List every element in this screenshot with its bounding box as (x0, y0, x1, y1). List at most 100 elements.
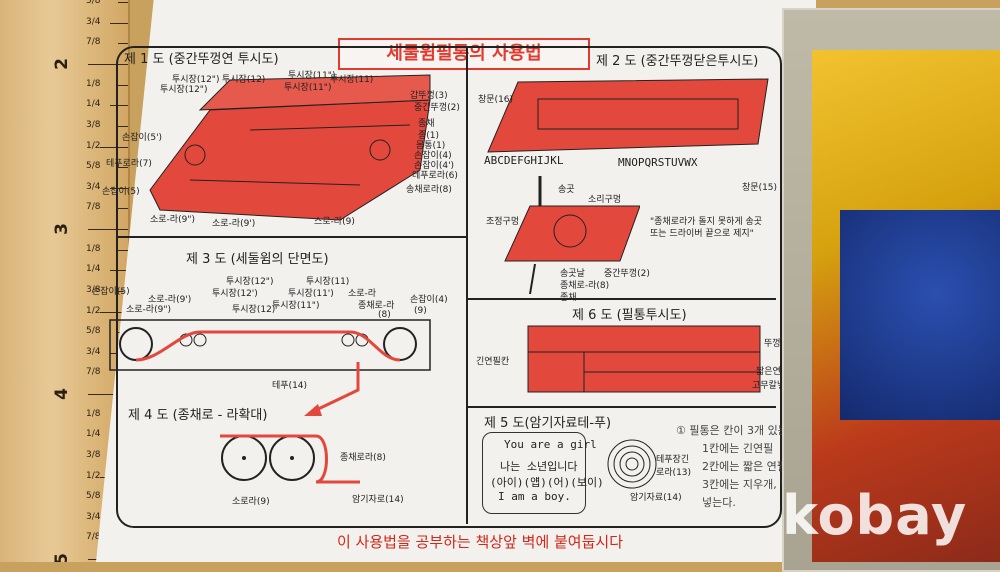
ruler-fraction-label: 5/8 (86, 326, 101, 337)
fig3-label: 손잡이(4) (410, 295, 448, 305)
ruler-fraction-label: 3/4 (86, 16, 101, 27)
ruler-fraction-label: 7/8 (86, 202, 101, 213)
fig4-title: 제 4 도 (종채로 - 라확대) (128, 408, 268, 423)
fig5-tape-reel-drawing (607, 439, 657, 489)
cd-cover-art-detail (840, 210, 1000, 420)
ruler-fraction-label: 1/4 (86, 264, 101, 275)
ruler-fraction-label: 3/4 (86, 181, 101, 192)
fig3-title: 제 3 도 (세둘윔의 단면도) (186, 252, 329, 267)
ruler-tick (118, 84, 128, 86)
ruler-tick (110, 270, 128, 272)
ruler-fraction-label: 1/4 (86, 429, 101, 440)
fig2-label-awl-tip: 송곳날 (560, 269, 585, 279)
fig2-label-bell: 종채 (560, 293, 577, 303)
fig2-tuning-board-drawing (504, 176, 640, 295)
ruler-fraction-label: 7/8 (86, 532, 101, 543)
ruler-number: 2 (51, 58, 72, 70)
fig6-label-lid: 뚜껑 (764, 339, 781, 349)
fig1-label: 소로-라(9') (212, 219, 256, 229)
ruler-tick (110, 22, 128, 24)
fig1-label: 손잡이(4') (414, 161, 455, 171)
fig1-label: 투시장(11) (330, 75, 374, 85)
fig2-label-bell-roller: 종채로-라(8) (560, 281, 610, 291)
fig3-label: 손잡이(5) (92, 287, 130, 297)
ruler-tick (118, 167, 128, 169)
fig2-label-sound-hole: 소리구멍 (588, 195, 622, 205)
fig3-label: 투시장(12) (232, 305, 276, 315)
fig2-label-awl: 송곳 (558, 185, 575, 195)
fig6-label-long-pencil: 긴연필칸 (476, 357, 510, 367)
fig1-label: 손잡이(5') (122, 133, 163, 143)
fig3-label: (9) (414, 306, 427, 316)
fig1-label: 테푸로라(7) (106, 159, 152, 169)
fig2-note: "종채로라가 돌지 못하게 송곳 또는 드라이버 끝으로 제지" (650, 217, 763, 239)
fig1-label: 몸통(1) (416, 141, 446, 151)
fig2-label-window-15: 창문(15) (742, 183, 778, 193)
fig1-label: 중간뚜껑(2) (414, 103, 460, 113)
ruler-number: 4 (51, 388, 72, 400)
watermark: kobay (782, 484, 968, 547)
ruler-tick (110, 187, 128, 189)
sheet-title: 세둘윔필통의 사용법 (338, 38, 590, 70)
divider-horizontal-3 (468, 406, 776, 408)
fig4-roller-detail-drawing (220, 434, 360, 484)
ruler-tick (118, 125, 128, 127)
ruler-tick (100, 146, 128, 148)
ruler-fraction-label: 3/8 (86, 119, 101, 130)
fig2-closed-case-drawing (487, 78, 769, 153)
ruler-number: 5 (51, 553, 72, 562)
ruler-tick (118, 43, 128, 45)
fig5-line2: 나는 소년입니다 (500, 460, 578, 473)
ruler-fraction-label: 1/8 (86, 408, 101, 419)
fig2-label-mid-lid: 중간뚜껑(2) (604, 269, 650, 279)
fig1-label: 갑뚜껑(3) (410, 91, 448, 101)
fig6-case-perspective-drawing (527, 325, 761, 393)
fig1-label: 종채 (418, 119, 435, 129)
fig3-label: 투시장(11") (272, 301, 320, 311)
fig1-label: 종(1) (418, 131, 440, 141)
fig1-label: 송채로라(8) (406, 185, 452, 195)
fig5-note: 2칸에는 짧은 연필 (702, 460, 787, 473)
fig3-to-fig4-arrow (304, 362, 360, 416)
ruler-tick (118, 249, 128, 251)
ruler-tick (118, 2, 128, 4)
ruler-tick (118, 208, 128, 210)
ruler-tick (100, 311, 128, 313)
fig5-tape-sample (482, 432, 586, 514)
fig3-label: 종채로-라 (358, 301, 395, 311)
ruler-tick (88, 64, 128, 65)
ruler-fraction-label: 1/2 (86, 470, 101, 481)
ruler-tick (88, 229, 128, 230)
fig4-label-tape: 암기자로(14) (352, 495, 404, 505)
fig3-label: 투시장(11') (288, 289, 334, 299)
fig5-note: 넣는다. (702, 496, 736, 509)
fig5-note: ① 필통은 칸이 3개 있는 바 (676, 424, 802, 437)
ruler-fraction-label: 7/8 (86, 37, 101, 48)
ruler-fraction-label: 1/8 (86, 78, 101, 89)
fig3-cross-section-drawing (109, 319, 431, 371)
ruler-fraction-label: 3/8 (86, 449, 101, 460)
fig1-pencil-case-drawing (149, 74, 431, 221)
fig1-label: 투시장(11") (284, 83, 332, 93)
divider-horizontal-2 (468, 298, 776, 300)
fig3-label: 투시장(11) (306, 277, 350, 287)
divider-vertical (466, 48, 468, 524)
ruler-fraction-label: 1/2 (86, 305, 101, 316)
fig4-label-small-roller: 소로라(9) (232, 497, 270, 507)
ruler-fraction-label: 7/8 (86, 367, 101, 378)
fig5-line3: (아이)(얩)(어)(보이) (490, 476, 604, 489)
fig5-line1: You are a girl (504, 438, 597, 451)
ruler-fraction-label: 5/8 (86, 491, 101, 502)
fig1-label: 손잡이(4) (414, 151, 452, 161)
fig1-title: 제 1 도 (중간뚜껑연 투시도) (124, 52, 279, 67)
fig1-label: 테푸로라(6) (412, 171, 458, 181)
ruler-fraction-label: 3/4 (86, 346, 101, 357)
ruler-fraction-label: 3/4 (86, 511, 101, 522)
ruler-tick (118, 290, 128, 292)
wooden-ruler: 5/8 3/4 7/8 1/8 1/4 3/8 1/2 5/8 3/4 7/8 1/8 1/4 3/8 1… (0, 0, 130, 562)
fig3-label: 투시장(12") (226, 277, 274, 287)
ruler-number: 3 (51, 223, 72, 235)
fig1-label: 손잡이(5) (102, 187, 140, 197)
fig1-label: 소로-라(9") (150, 215, 195, 225)
fig2-alphabet-left: ABCDEFGHIJKL (484, 154, 564, 167)
